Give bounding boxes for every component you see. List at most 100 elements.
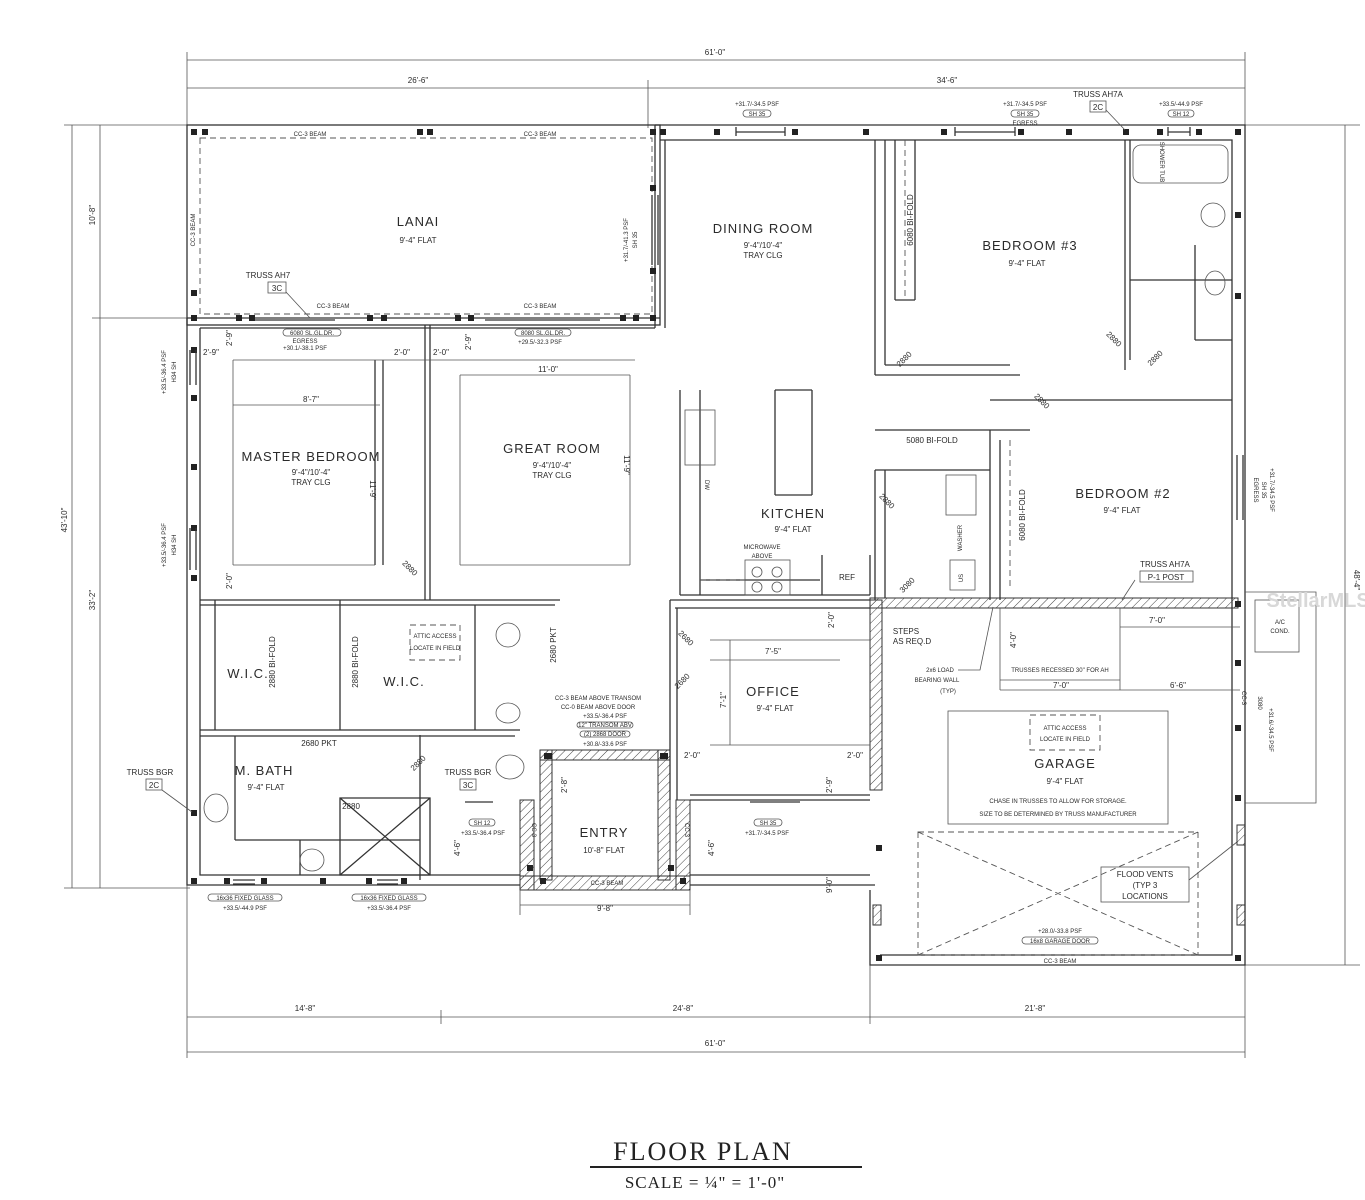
psf-label: +33.5/-36.4 PSF — [367, 906, 411, 912]
beam-label: CC-3 BEAM — [524, 304, 557, 310]
dim: 2'-0" — [394, 348, 410, 357]
room-great: GREAT ROOM — [503, 441, 601, 456]
door-2880: 2880 — [342, 802, 360, 811]
beam-label: CC-3 BEAM — [191, 214, 197, 247]
microwave-above: ABOVE — [752, 554, 773, 560]
windows — [189, 127, 1246, 926]
room-mbath-ceiling: 9'-4" FLAT — [247, 783, 284, 792]
dim: 9'-0" — [825, 877, 834, 893]
egress-label: EGRESS — [1012, 121, 1037, 127]
door-2880: 2880 — [400, 559, 419, 578]
door-2680: 2680 — [673, 671, 692, 690]
dim: 2'-0" — [827, 612, 836, 628]
cc3-label: CC-3 — [1240, 691, 1246, 706]
dim-right-total: 48'-4" — [1352, 570, 1361, 591]
psf-label: +33.5/-44.9 PSF — [223, 906, 267, 912]
sh35-label: SH 35 — [760, 821, 777, 827]
psf-label: +33.5/-36.4 PSF — [583, 714, 627, 720]
psf-label: +31.6/-34.5 PSF — [1267, 708, 1273, 752]
psf-label: +30.8/-33.6 PSF — [583, 742, 627, 748]
room-entry-ceiling: 10'-8" FLAT — [583, 846, 625, 855]
truss-ah7: TRUSS AH7 — [246, 271, 291, 280]
egress-label: EGRESS — [292, 339, 317, 345]
dim: 7'-1" — [719, 692, 728, 708]
room-wic-1: W.I.C. — [227, 666, 268, 681]
dim: 4'-0" — [1009, 632, 1018, 648]
truss-ah7a: TRUSS AH7A — [1073, 90, 1123, 99]
bifold-2880: 2880 BI-FOLD — [351, 636, 360, 688]
room-great-note: TRAY CLG — [532, 471, 571, 480]
dim-bottom-total: 61'-0" — [705, 1039, 726, 1048]
door-2880: 2880 — [1032, 392, 1051, 411]
door-2880: 2880 — [1104, 330, 1123, 349]
psf-label: +33.5/-36.4 PSF — [461, 831, 505, 837]
room-bedroom2: BEDROOM #2 — [1075, 486, 1170, 501]
beam-label: CC-3 BEAM — [524, 132, 557, 138]
dim-left-upper: 10'-8" — [88, 205, 97, 226]
room-labels: LANAI 9'-4" FLAT DINING ROOM 9'-4"/10'-4… — [227, 214, 1170, 855]
tag-2c: 2C — [1093, 103, 1103, 112]
steps-label-2: AS REQ.D — [893, 637, 931, 646]
pocket-door-2680: 2680 PKT — [301, 739, 337, 748]
flood-vents-2: (TYP 3 — [1133, 881, 1158, 890]
dim: 8'-7" — [303, 395, 319, 404]
psf-label: +33.5/-44.9 PSF — [1159, 102, 1203, 108]
sh12-label: SH 12 — [474, 821, 491, 827]
h34sh-label: H34 SH — [172, 361, 178, 382]
utility-sink-label: US — [959, 574, 965, 582]
bifold-2880: 2880 BI-FOLD — [268, 636, 277, 688]
ac-label-2: COND. — [1270, 629, 1290, 635]
room-dining: DINING ROOM — [713, 221, 814, 236]
room-bedroom2-ceiling: 9'-4" FLAT — [1103, 506, 1140, 515]
door-2880: 2880 — [1146, 348, 1165, 367]
dim-bottom-c: 21'-8" — [1025, 1004, 1046, 1013]
psf-label: +31.7/-34.5 PSF — [745, 831, 789, 837]
beam-label: CC-3 BEAM — [294, 132, 327, 138]
psf-label: +31.7/-34.5 PSF — [1003, 102, 1047, 108]
dim: 7'-5" — [765, 647, 781, 656]
door-2880: 2880 — [877, 492, 896, 511]
h34sh-label: H34 SH — [172, 534, 178, 555]
dim-left-total: 43'-10" — [60, 507, 69, 532]
psf-label: +31.7/-34.5 PSF — [735, 102, 779, 108]
dim: 6'-6" — [1170, 681, 1186, 690]
transom-label: 12" TRANSOM ABV — [578, 723, 632, 729]
room-wic-2: W.I.C. — [383, 674, 424, 689]
dim: 11'-9" — [368, 480, 377, 500]
psf-label: +29.5/-32.3 PSF — [518, 340, 562, 346]
psf-label: +28.0/-33.8 PSF — [1038, 929, 1082, 935]
beam-label: CC-3 BEAM — [317, 304, 350, 310]
room-lanai: LANAI — [397, 214, 440, 229]
room-entry: ENTRY — [580, 825, 629, 840]
psf-label: +31.7/-34.5 PSF — [1268, 468, 1274, 512]
psf-label: +33.5/-36.4 PSF — [162, 350, 168, 394]
dim: 9'-8" — [597, 904, 613, 913]
load-wall-label-2: BEARING WALL — [915, 678, 960, 684]
dim: 7'-0" — [1053, 681, 1069, 690]
truss-ah7a-2: TRUSS AH7A — [1140, 560, 1190, 569]
attic-access: ATTIC ACCESS — [414, 634, 457, 640]
bifold-5080: 5080 BI-FOLD — [906, 436, 958, 445]
microwave-label: MICROWAVE — [744, 545, 781, 551]
dim-bottom-b: 24'-8" — [673, 1004, 694, 1013]
bifold-6080: 6080 BI-FOLD — [1018, 489, 1027, 541]
dim: 7'-0" — [1149, 616, 1165, 625]
psf-label: +30.1/-38.1 PSF — [283, 346, 327, 352]
tag-2c: 2C — [149, 781, 159, 790]
egress-label: EGRESS — [1252, 477, 1258, 502]
truss-bgr: TRUSS BGR — [127, 768, 174, 777]
p1-post: P-1 POST — [1148, 573, 1185, 582]
door-3080: 3080 — [1256, 696, 1262, 710]
dim: 2'-9" — [825, 777, 834, 793]
sh12-label: SH 12 — [1173, 112, 1190, 118]
dim: 11'-9" — [622, 455, 631, 475]
fixed-glass-label: 16x36 FIXED GLASS — [216, 896, 273, 902]
dim-top-total: 61'-0" — [705, 48, 726, 57]
door-2680: 2680 — [676, 629, 695, 648]
door-8080-label: 8080 SL.GL.DR. — [521, 331, 565, 337]
door-3080: 3080 — [898, 575, 917, 594]
sh35-label: SH 35 — [1017, 112, 1034, 118]
drawing-scale: SCALE = ¼" = 1'-0" — [625, 1173, 785, 1192]
attic-locate: LOCATE IN FIELD — [410, 646, 461, 652]
door-6080-label: 6080 SL.GL.DR. — [290, 331, 334, 337]
